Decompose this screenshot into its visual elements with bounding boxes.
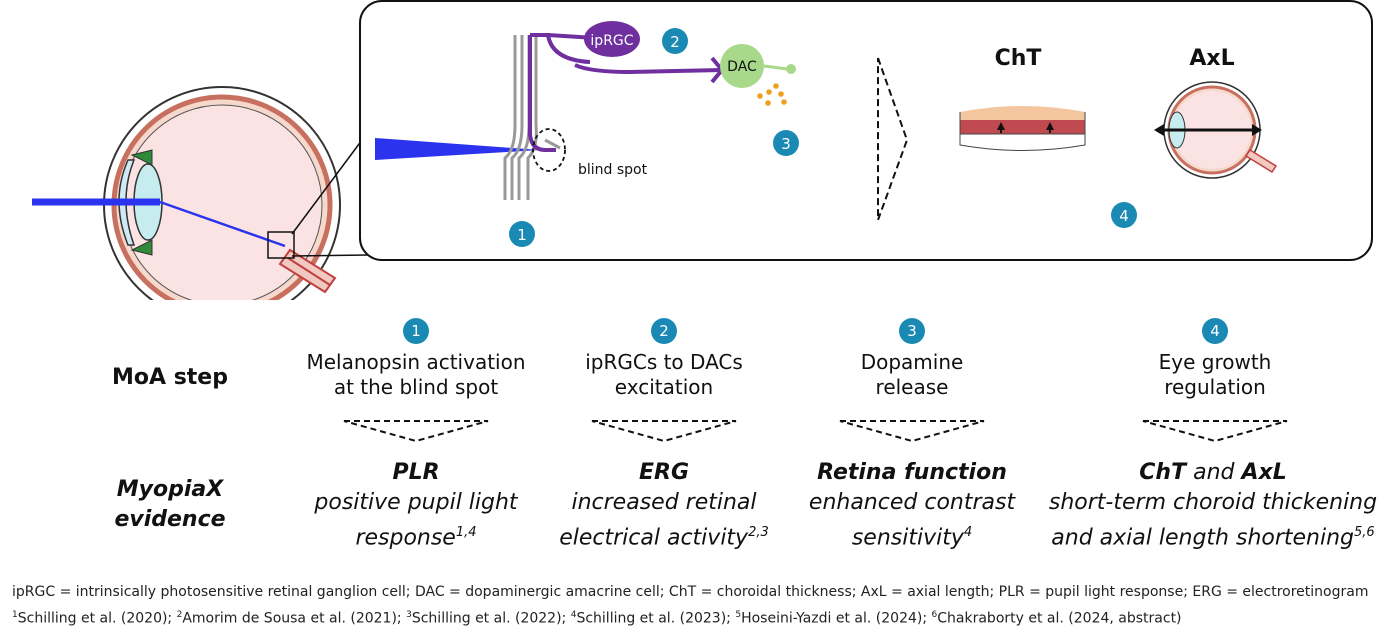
- step-badge: 3: [899, 318, 925, 344]
- dashed-down-triangle: [343, 420, 489, 443]
- iprgc-cell: ipRGC: [584, 21, 640, 57]
- evidence-heading: ChT and AxL: [1139, 460, 1287, 485]
- dashed-down-triangle: [1142, 420, 1288, 443]
- step-badge: 1: [403, 318, 429, 344]
- light-wedge: [375, 138, 540, 160]
- evidence-heading: PLR: [392, 460, 440, 485]
- diagram-badge-2: 2: [662, 28, 688, 54]
- dac-cell: DAC: [720, 44, 796, 88]
- diagram-badge-4: 4: [1111, 202, 1137, 228]
- choroid-layers-illustration: [959, 106, 1086, 151]
- dashed-down-triangle: [839, 420, 985, 443]
- abbreviations-footnote: ipRGC = intrinsically photosensitive ret…: [12, 584, 1369, 600]
- svg-text:3: 3: [781, 135, 791, 153]
- dac-label: DAC: [727, 59, 757, 75]
- svg-text:4: 4: [1119, 207, 1129, 225]
- cht-label: ChT: [995, 46, 1042, 71]
- zoom-panel: [359, 0, 1373, 261]
- axl-label: AxL: [1189, 46, 1234, 71]
- svg-text:2: 2: [670, 33, 680, 51]
- evidence-heading: Retina function: [817, 460, 1007, 485]
- dashed-down-triangle: [591, 420, 737, 443]
- dashed-arrow: [877, 57, 909, 221]
- retina-layers: [503, 35, 561, 200]
- iprgc-label: ipRGC: [590, 33, 633, 49]
- dopamine-dots: [757, 83, 787, 106]
- blind-spot-label: blind spot: [578, 162, 648, 178]
- mechanism-diagram: ipRGC DAC blind spot ChT AxL: [32, 0, 1373, 300]
- step-badge: 4: [1202, 318, 1228, 344]
- references-footnote: 1Schilling et al. (2020); 2Amorim de Sou…: [12, 610, 1182, 627]
- diagram-badge-1: 1: [509, 221, 535, 247]
- evidence-cht-axl: ChT and AxL short-term choroid thickenin…: [1030, 458, 1396, 553]
- blind-spot-circle: [532, 128, 566, 172]
- step-badge: 2: [651, 318, 677, 344]
- svg-text:1: 1: [517, 226, 527, 244]
- moa-step-label: MoA step: [112, 365, 228, 390]
- iprgc-pathway: [528, 33, 725, 152]
- small-eye-illustration: [1154, 81, 1278, 179]
- eye-illustration: [32, 86, 369, 300]
- evidence-heading: ERG: [638, 460, 690, 485]
- diagram-badge-3: 3: [773, 130, 799, 156]
